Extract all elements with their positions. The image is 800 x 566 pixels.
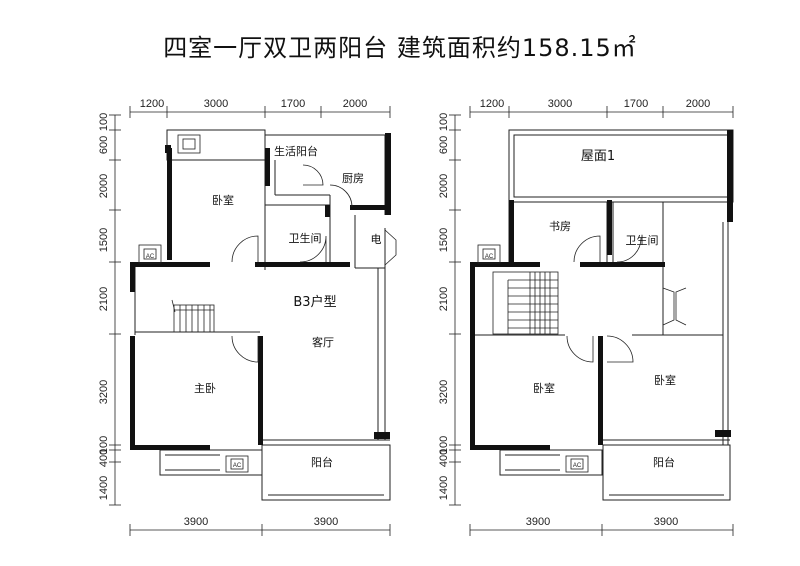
right-room-bedroom-right: 卧室 xyxy=(654,373,676,387)
right-heavy-walls xyxy=(470,130,733,450)
plan-title: 四室一厅双卫两阳台 建筑面积约158.15㎡ xyxy=(163,34,637,62)
right-bottom-dimension-line xyxy=(469,524,734,536)
left-bottom-dimension-line xyxy=(129,524,391,536)
left-room-electric: 电 xyxy=(371,233,382,246)
right-side-dim-2: 600 xyxy=(438,136,450,154)
left-room-bathroom: 卫生间 xyxy=(289,231,322,245)
right-side-dimension-line xyxy=(449,114,461,506)
right-doors xyxy=(566,235,687,363)
right-side-dim-4: 1500 xyxy=(438,228,450,252)
left-thin-walls xyxy=(134,129,391,501)
left-top-dim-1: 1200 xyxy=(140,98,164,110)
left-ac-label: AC xyxy=(146,254,155,260)
left-room-living-balcony: 生活阳台 xyxy=(274,144,318,158)
right-room-bathroom: 卫生间 xyxy=(626,233,659,247)
left-side-dimension-line xyxy=(109,114,121,506)
left-heavy-walls xyxy=(130,133,391,450)
right-room-roof: 屋面1 xyxy=(581,149,615,164)
right-ac-label: AC xyxy=(485,254,494,260)
right-room-balcony: 阳台 xyxy=(653,455,675,469)
left-doors xyxy=(231,164,397,363)
left-room-bedroom: 卧室 xyxy=(212,193,234,207)
left-side-dim-9: 1400 xyxy=(98,476,110,500)
left-side-dim-2: 600 xyxy=(98,136,110,154)
right-room-bedroom-left: 卧室 xyxy=(533,381,555,395)
right-side-dim-8: 400 xyxy=(438,449,450,467)
right-top-dim-3: 1700 xyxy=(624,98,648,110)
right-side-dim-9: 1400 xyxy=(438,476,450,500)
left-bottom-dim-2: 3900 xyxy=(314,516,338,528)
right-stairs xyxy=(492,271,559,335)
right-side-dim-3: 2000 xyxy=(438,174,450,198)
left-floor-plan: 1200 3000 1700 2000 100 600 2000 1500 21… xyxy=(98,98,397,536)
left-room-master: 主卧 xyxy=(194,382,216,395)
right-ac-label-2: AC xyxy=(573,463,582,469)
left-ac-units xyxy=(138,134,249,473)
right-top-dim-4: 2000 xyxy=(686,98,710,110)
left-side-dim-1: 100 xyxy=(98,113,110,131)
right-side-dim-6: 3200 xyxy=(438,380,450,404)
right-bottom-dim-1: 3900 xyxy=(526,516,550,528)
left-stairs xyxy=(171,299,215,333)
right-room-study: 书房 xyxy=(549,220,571,233)
left-room-balcony: 阳台 xyxy=(311,455,333,469)
left-side-dim-8: 400 xyxy=(98,449,110,467)
left-top-dim-2: 3000 xyxy=(204,98,228,110)
right-side-dim-7: 100 xyxy=(438,436,450,454)
left-side-dim-3: 2000 xyxy=(98,174,110,198)
left-unit-label: B3户型 xyxy=(293,294,336,310)
right-top-dim-1: 1200 xyxy=(480,98,504,110)
right-side-dim-1: 100 xyxy=(438,113,450,131)
left-side-dim-4: 1500 xyxy=(98,228,110,252)
right-floor-plan: 1200 3000 1700 2000 100 600 2000 1500 21… xyxy=(438,98,734,536)
left-side-dim-6: 3200 xyxy=(98,380,110,404)
left-top-dim-3: 1700 xyxy=(281,98,305,110)
left-top-dim-4: 2000 xyxy=(343,98,367,110)
right-top-dimension-line xyxy=(469,106,734,118)
left-side-dim-5: 2100 xyxy=(98,287,110,311)
right-top-dim-2: 3000 xyxy=(548,98,572,110)
left-ac-label-2: AC xyxy=(233,463,242,469)
left-bottom-dim-1: 3900 xyxy=(184,516,208,528)
left-side-dim-7: 100 xyxy=(98,436,110,454)
right-ac-units xyxy=(477,244,589,473)
right-side-dim-5: 2100 xyxy=(438,287,450,311)
left-room-kitchen: 厨房 xyxy=(342,172,364,185)
left-room-living: 客厅 xyxy=(312,335,334,349)
right-bottom-dim-2: 3900 xyxy=(654,516,678,528)
left-top-dimension-line xyxy=(129,106,391,118)
